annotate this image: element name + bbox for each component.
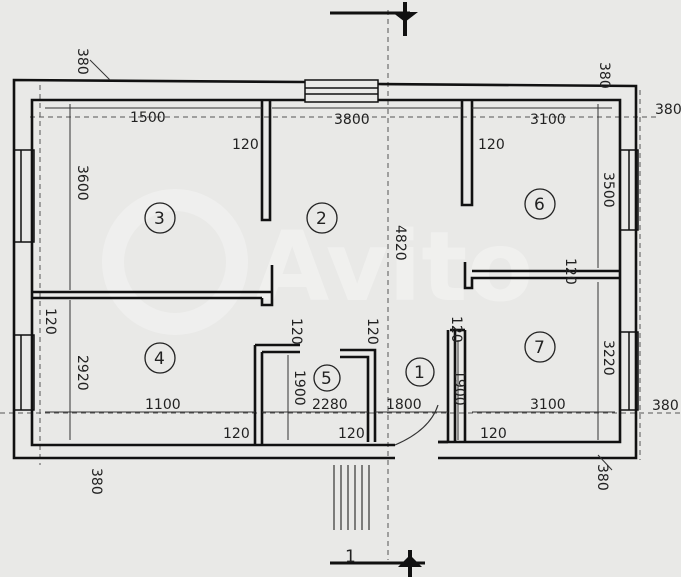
window-right [619, 149, 639, 411]
dim-wall-3: 120 [562, 258, 578, 285]
dim-room4-height: 2920 [74, 355, 90, 391]
dim-wall-4: 120 [42, 308, 58, 335]
window-left [13, 149, 35, 411]
watermark-text: Avito [255, 211, 533, 323]
dim-top-mid: 3800 [334, 112, 370, 128]
dim-top-right: 3100 [530, 112, 566, 128]
dim-wall-9: 120 [338, 426, 365, 442]
horizontal-dimension-labels: 1500 3800 3100 1100 2280 1800 3100 [130, 110, 566, 413]
section-label: 1 [345, 547, 356, 567]
room-3-label: 3 [154, 209, 165, 229]
room-6-label: 6 [534, 195, 545, 215]
section-mark-top [330, 2, 418, 36]
dim-bottom-mid-left: 2280 [312, 397, 348, 413]
dim-wall-6: 120 [364, 318, 380, 345]
entry-steps [333, 465, 370, 530]
room-2-label: 2 [316, 209, 327, 229]
room-7-label: 7 [534, 338, 545, 358]
watermark: Avito [102, 189, 533, 335]
window-top [304, 79, 379, 103]
interior-walls [32, 100, 620, 445]
dim-room7-height: 3220 [600, 340, 616, 376]
vertical-dimension-labels: 3600 2920 4820 3500 3220 1900 1900 [74, 165, 616, 406]
dim-outer-4: 380 [652, 398, 679, 414]
dim-bottom-mid-right: 1800 [386, 397, 422, 413]
dim-wall-2: 120 [478, 137, 505, 153]
room-5-label: 5 [321, 369, 332, 389]
dim-room2-height: 4820 [392, 225, 408, 261]
dim-room1-height: 1900 [451, 370, 467, 406]
room-4-label: 4 [154, 349, 165, 369]
dimension-lines [45, 59, 615, 471]
room-numbers: 3 2 6 4 5 1 7 [154, 195, 545, 389]
dim-outer-2: 380 [596, 62, 612, 89]
section-mark-bottom: 1 [330, 547, 425, 577]
room-1-label: 1 [414, 363, 425, 383]
dim-outer-1: 380 [74, 48, 90, 75]
dim-wall-8: 120 [223, 426, 250, 442]
dim-wall-10: 120 [480, 426, 507, 442]
dim-room3-height: 3600 [74, 165, 90, 201]
room-circles [144, 188, 556, 392]
dim-bottom-left: 1100 [145, 397, 181, 413]
axis-lines [0, 10, 681, 560]
dim-wall-5: 120 [288, 318, 304, 345]
dim-bottom-right: 3100 [530, 397, 566, 413]
dim-outer-6: 380 [594, 464, 610, 491]
dim-top-left: 1500 [130, 110, 166, 126]
dim-wall-1: 120 [232, 137, 259, 153]
door-swing [394, 404, 439, 446]
dim-outer-3: 380 [655, 102, 681, 118]
wall-thickness-labels: 120 120 120 120 120 120 120 120 120 120 [42, 137, 578, 442]
dim-room5-height: 1900 [291, 370, 307, 406]
outer-thickness-labels: 380 380 380 380 380 380 [74, 48, 681, 495]
dim-outer-5: 380 [88, 468, 104, 495]
dim-wall-7: 120 [448, 316, 464, 343]
dim-room6-height: 3500 [600, 172, 616, 208]
